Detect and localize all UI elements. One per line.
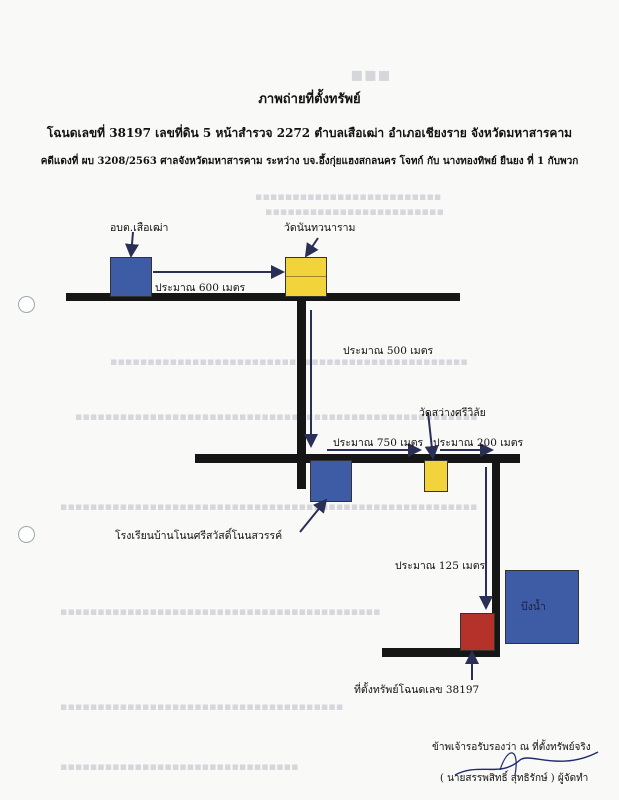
label-distance-600: ประมาณ 600 เมตร [155,282,246,294]
road-middle-horizontal [195,454,520,463]
bleed-through-text: ▪▪▪▪▪▪▪▪▪▪▪▪▪▪▪▪▪▪▪▪▪▪▪▪ [265,205,444,218]
road-vertical-main [297,293,306,489]
bleed-through-text: ▪▪▪▪▪▪▪▪▪▪▪▪▪▪▪▪▪▪▪▪▪▪▪▪▪▪▪▪▪▪▪▪▪▪▪▪▪▪▪▪… [110,355,468,368]
bleed-through-text: ▪▪▪▪▪▪▪▪▪▪▪▪▪▪▪▪▪▪▪▪▪▪▪▪▪▪▪▪▪▪▪▪▪▪▪▪▪▪ [60,700,344,713]
label-wat-sawangsriwilai: วัดสว่างศรีวิลัย [419,407,486,419]
bleed-through-mark: ▪▪▪ [350,62,391,86]
certification-text: ข้าพเจ้ารอรับรองว่า ณ ที่ตั้งทรัพย์จริง [432,742,591,753]
signature-scribble [499,752,517,776]
deed-info: โฉนดเลขที่ 38197 เลขที่ดิน 5 หน้าสำรวจ 2… [46,126,573,140]
label-distance-200: ประมาณ 200 เมตร [433,437,524,449]
punch-hole [18,526,35,543]
bleed-through-text: ▪▪▪▪▪▪▪▪▪▪▪▪▪▪▪▪▪▪▪▪▪▪▪▪▪▪▪▪▪▪▪▪ [60,760,299,773]
label-distance-500: ประมาณ 500 เมตร [343,345,434,357]
bleed-through-text: ▪▪▪▪▪▪▪▪▪▪▪▪▪▪▪▪▪▪▪▪▪▪▪▪▪ [255,190,442,203]
arrow-to-wat1 [304,237,319,258]
school-block [310,460,352,502]
bleed-through-text: ▪▪▪▪▪▪▪▪▪▪▪▪▪▪▪▪▪▪▪▪▪▪▪▪▪▪▪▪▪▪▪▪▪▪▪▪▪▪▪▪… [60,500,478,513]
temple-sawangsriwilai-block [424,460,448,492]
arrow-to-wat2 [424,411,439,460]
road-vertical-right [492,454,500,650]
label-distance-125: ประมาณ 125 เมตร [395,560,486,572]
arrow-to-obt [125,231,139,258]
punch-hole [18,296,35,313]
label-school: โรงเรียนบ้านโนนศรีสวัสดิ์โนนสวรรค์ [115,530,283,542]
road-top-horizontal [66,293,460,301]
road-bottom-horizontal [382,648,500,657]
label-pond: บึงน้ำ [521,601,546,613]
label-obt: อบต.เสือเฒ่า [110,222,169,234]
bleed-through-text: ▪▪▪▪▪▪▪▪▪▪▪▪▪▪▪▪▪▪▪▪▪▪▪▪▪▪▪▪▪▪▪▪▪▪▪▪▪▪▪▪… [60,605,381,618]
signature-scribble [454,751,599,776]
signer-name: ( นายสรรพสิทธิ์ สุทธิรักษ์ ) ผู้จัดทำ [440,773,589,784]
case-info: คดีแดงที่ ผบ 3208/2563 ศาลจังหวัดมหาสารค… [40,156,579,167]
label-distance-750: ประมาณ 750 เมตร [333,437,424,449]
label-wat-nanthawanaram: วัดนันทวนาราม [284,222,356,234]
arrow-to-school [299,498,328,533]
obt-building-block [110,257,152,297]
page-title: ภาพถ่ายที่ตั้งทรัพย์ [258,92,361,107]
temple-nanthawanaram-block [285,257,327,297]
label-property: ที่ตั้งทรัพย์โฉนดเลข 38197 [354,684,480,696]
bleed-through-text: ▪▪▪▪▪▪▪▪▪▪▪▪▪▪▪▪▪▪▪▪▪▪▪▪▪▪▪▪▪▪▪▪▪▪▪▪▪▪▪▪… [75,410,478,423]
pond-block [505,570,579,644]
